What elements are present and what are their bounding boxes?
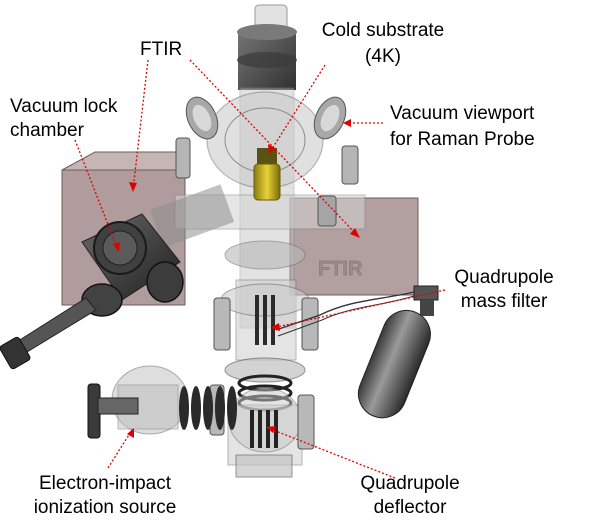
label-vacuum-lock-chamber: Vacuum lock chamber [10, 96, 117, 142]
vacuum-lock-chamber [0, 184, 235, 370]
label-mass-filter-line2: mass filter [460, 291, 548, 312]
cold-substrate-holder [253, 148, 281, 201]
label-vacuum-viewport-line1: Vacuum viewport [390, 103, 535, 124]
leader-ftir-left [132, 59, 149, 191]
leader-cold-substrate [269, 64, 326, 153]
ionization-source-assembly [87, 365, 237, 439]
label-deflector-line1: Quadrupole [360, 473, 460, 494]
label-vacuum-lock-line1: Vacuum lock [10, 96, 118, 117]
label-cold-substrate-line2: (4K) [365, 46, 401, 67]
ftir-box-lettering: FTIR [318, 258, 363, 280]
label-quadrupole-mass-filter: Quadrupole mass filter [434, 267, 574, 313]
label-quadrupole-deflector: Quadrupole deflector [340, 473, 480, 519]
label-cold-substrate-line1: Cold substrate [321, 20, 445, 41]
leader-deflector [267, 427, 396, 479]
label-mass-filter-line1: Quadrupole [454, 267, 554, 288]
label-ftir: FTIR [140, 39, 183, 60]
lower-chamber-stack [209, 279, 319, 478]
label-ionization-source: Electron-impact ionization source [0, 473, 210, 519]
leader-mass-filter [271, 289, 446, 329]
leader-arrowheads [113, 119, 360, 438]
label-deflector-line2: deflector [373, 497, 447, 518]
label-vacuum-viewport-line2: for Raman Probe [390, 129, 535, 150]
gas-cylinder [275, 285, 439, 419]
viewport-flanges [175, 96, 359, 227]
leader-ionization [107, 429, 133, 469]
label-ionization-line1: Electron-impact [39, 473, 171, 494]
label-cold-substrate: Cold substrate (4K) [298, 20, 468, 68]
label-vacuum-lock-line2: chamber [10, 120, 84, 141]
label-ionization-line2: ionization source [33, 497, 177, 518]
label-vacuum-viewport: Vacuum viewport for Raman Probe [390, 103, 535, 151]
